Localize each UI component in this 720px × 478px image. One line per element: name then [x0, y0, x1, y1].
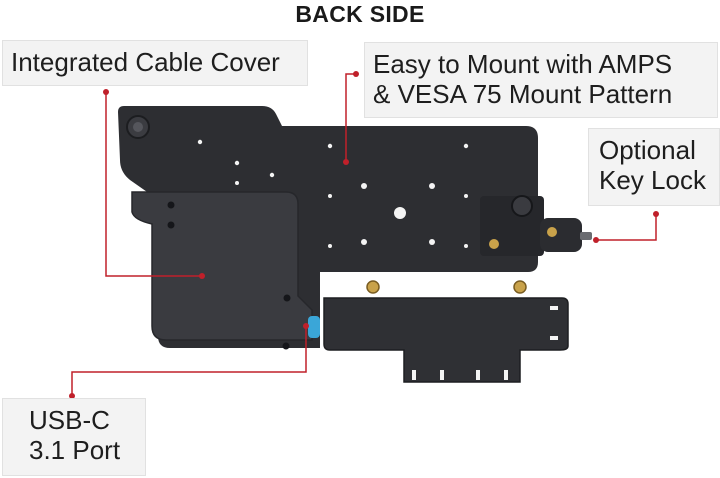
callout-mount-line1: Easy to Mount with AMPS — [373, 49, 673, 79]
callout-mount-line2: & VESA 75 Mount Pattern — [373, 79, 673, 109]
cable-cover — [131, 191, 313, 341]
callout-dots — [69, 71, 659, 399]
callout-mount: Easy to Mount with AMPS & VESA 75 Mount … — [364, 42, 718, 118]
callout-lock-line1: Optional — [599, 135, 696, 165]
callout-cable-cover: Integrated Cable Cover — [2, 40, 308, 86]
callout-usb-line1: USB-C — [29, 405, 110, 435]
callout-cable-cover-text: Integrated Cable Cover — [11, 47, 280, 77]
brass-insert — [513, 280, 527, 294]
key-lock — [480, 195, 592, 256]
brass-insert — [366, 280, 380, 294]
callout-lines — [71, 73, 657, 396]
callout-usb-port: USB-C 3.1 Port — [2, 398, 146, 476]
callout-lock-line2: Key Lock — [599, 165, 706, 195]
page-title: BACK SIDE — [295, 1, 425, 27]
callout-usb-line2: 3.1 Port — [29, 435, 121, 465]
mount-holes — [197, 139, 469, 248]
callout-key-lock: Optional Key Lock — [588, 128, 720, 206]
mount-bracket — [323, 297, 569, 383]
usb-c-port — [308, 316, 320, 338]
